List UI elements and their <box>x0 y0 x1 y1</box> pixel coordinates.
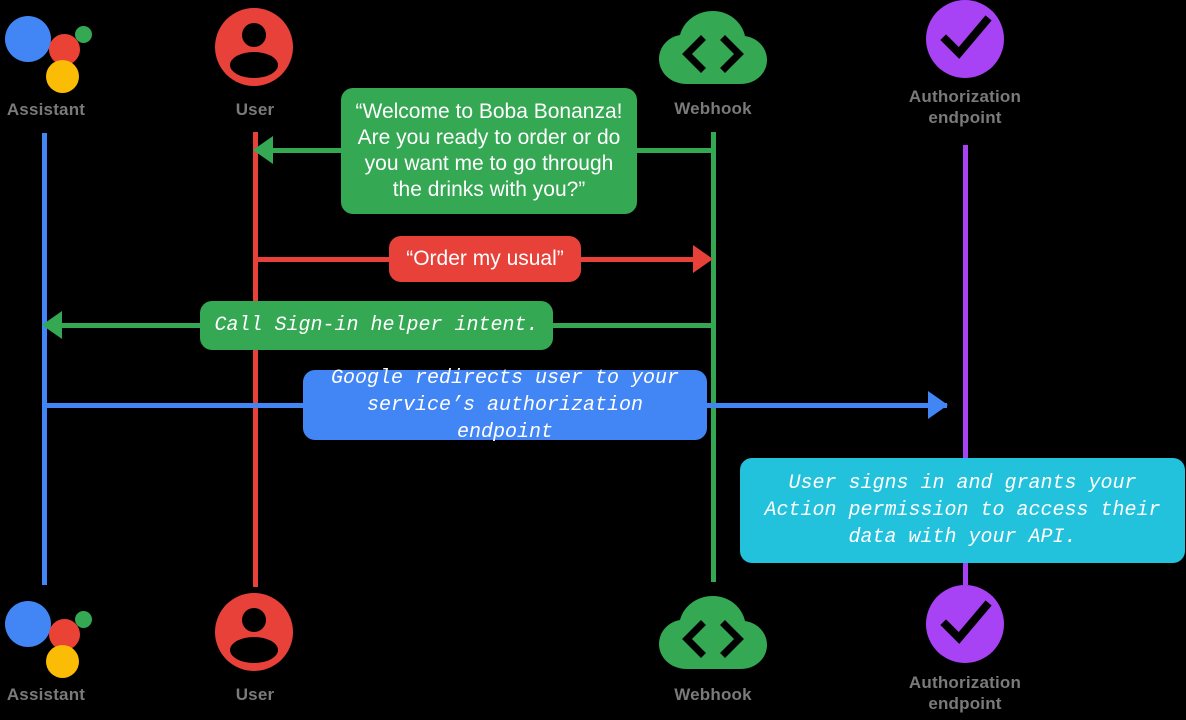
lifeline-auth <box>963 145 968 585</box>
actor-label-webhook-top: Webhook <box>674 99 752 118</box>
assistant-yellow-dot-bottom <box>46 645 79 678</box>
lifeline-user <box>253 132 258 587</box>
user-avatar-head <box>242 23 266 47</box>
cloud-code-icon <box>657 10 769 90</box>
assistant-yellow-dot <box>46 60 79 93</box>
user-avatar-icon <box>215 8 293 86</box>
assistant-red-dot-bottom <box>49 619 80 650</box>
arrowhead-welcome <box>253 136 273 164</box>
user-avatar-body <box>230 52 278 78</box>
actor-label-assistant-bottom: Assistant <box>6 685 86 704</box>
arrowhead-order <box>693 245 713 273</box>
auth-circle <box>926 0 1004 78</box>
assistant-green-dot <box>75 26 92 43</box>
user-avatar-head-bottom <box>242 608 266 632</box>
assistant-blue-dot <box>5 16 51 62</box>
actor-label-auth-bottom: Authorization endpoint <box>908 673 1022 713</box>
assistant-red-dot <box>49 34 80 65</box>
lifeline-webhook <box>711 132 716 582</box>
arrowhead-redirect <box>928 391 948 419</box>
message-bubble-signin: Call Sign-in helper intent. <box>200 301 553 350</box>
user-avatar-icon-bottom <box>215 593 293 671</box>
assistant-green-dot-bottom <box>75 611 92 628</box>
user-avatar-body-bottom <box>230 637 278 663</box>
google-assistant-icon-bottom <box>5 593 93 681</box>
cloud-code-icon-bottom <box>657 595 769 675</box>
actor-label-assistant-top: Assistant <box>6 100 86 119</box>
message-bubble-redirect: Google redirects user to your service’s … <box>303 367 707 444</box>
purple-check-circle-icon-bottom <box>926 585 1004 663</box>
purple-check-circle-icon <box>926 0 1004 78</box>
message-bubble-order: “Order my usual” <box>389 236 581 282</box>
actor-label-user-bottom: User <box>235 685 275 704</box>
actor-label-webhook-bottom: Webhook <box>674 685 752 704</box>
lifeline-assistant <box>42 133 47 585</box>
assistant-blue-dot-bottom <box>5 601 51 647</box>
auth-circle-bottom <box>926 585 1004 663</box>
google-assistant-icon <box>5 8 93 96</box>
actor-label-auth-top: Authorization endpoint <box>908 87 1022 127</box>
arrowhead-signin <box>42 311 62 339</box>
message-bubble-grant: User signs in and grants your Action per… <box>740 458 1185 563</box>
actor-label-user-top: User <box>235 100 275 119</box>
message-bubble-welcome: “Welcome to Boba Bonanza! Are you ready … <box>341 88 637 214</box>
